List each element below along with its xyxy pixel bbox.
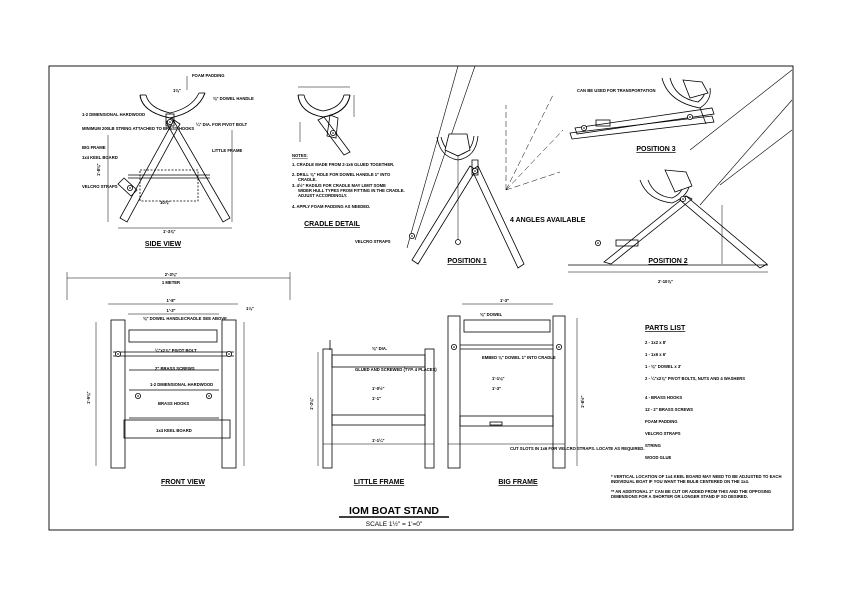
dim-front-side: 1'-9⅜" xyxy=(86,391,91,404)
label-transport: CAN BE USED FOR TRANSPORTATION xyxy=(577,88,655,93)
side-view-labels: FOAM PADDING ⅜" DOWEL HANDLE ¼" DIA. FOR… xyxy=(82,73,254,248)
dim-front-top: 1'-8" xyxy=(166,298,175,303)
footnote-1: * VERTICAL LOCATION OF 1x4 KEEL BOARD MA… xyxy=(611,474,782,485)
label-front-keel: 1x4 KEEL BOARD xyxy=(156,428,192,433)
label-big-frame: BIG FRAME xyxy=(82,145,106,150)
label-velcro-straps: VELCRO STRAPS xyxy=(355,239,391,244)
label-keel-board: 1x4 KEEL BOARD xyxy=(82,155,118,160)
parts-item-6: 12 - 2" BRASS SCREWS xyxy=(645,407,693,412)
position-3-title: POSITION 3 xyxy=(636,146,675,153)
dim-little-w2: 1'-1" xyxy=(372,396,381,401)
cradle-detail-drawing xyxy=(297,86,355,156)
note-1: 1. CRADLE MADE FROM 2-1x6 GLUED TOGETHER… xyxy=(292,162,394,167)
big-frame-labels: 1'-3" ⅜" DOWEL EMBED ⅜" DOWEL 1" INTO CR… xyxy=(480,298,644,486)
notes-heading: NOTES: xyxy=(292,153,308,158)
label-little-dia: ⅜" DIA. xyxy=(372,346,387,351)
parts-item-4: 2 - ¼"x2⅞" PIVOT BOLTS, NUTS AND 4 WASHE… xyxy=(645,376,745,381)
parts-item-9: STRING xyxy=(645,443,661,448)
parts-item-3: 1 - ⅜" DOWEL x 3' xyxy=(645,364,681,369)
label-front-hooks: BRASS HOOKS xyxy=(158,401,189,406)
position-1-title: POSITION 1 xyxy=(447,258,486,265)
dim-side-bottom: 1'-3⅞" xyxy=(163,229,176,234)
label-big-dowel: ⅜" DOWEL xyxy=(480,312,503,317)
label-hardwood: 1-2 DIMENSIONAL HARDWOOD xyxy=(82,112,145,117)
sheet-border xyxy=(48,65,794,531)
parts-item-2: 1 - 1x6 x 6' xyxy=(645,352,666,357)
parts-item-7: FOAM PADDING xyxy=(645,419,678,424)
parts-item-5: 4 - BRASS HOOKS xyxy=(645,395,682,400)
front-view-title: FRONT VIEW xyxy=(161,479,205,486)
label-front-pivot: ¼"x2⅞" PIVOT BOLT xyxy=(155,348,197,353)
dim-little-h: 1'-3⅛" xyxy=(309,397,314,410)
dim-big-w2: 1'-3" xyxy=(492,386,501,391)
label-front-screws: 2" BRASS SCREWS xyxy=(155,366,195,371)
cradle-detail-title: CRADLE DETAIL xyxy=(304,221,361,228)
drawing-scale: SCALE 1½" = 1'=0" xyxy=(366,520,423,528)
positions-drawing xyxy=(406,65,793,273)
footnote-2: ** AN ADDITIONAL 2" CAN BE CUT OR ADDED … xyxy=(611,488,772,500)
note-4: 4. APPLY FOAM PADDING AS NEEDED. xyxy=(292,204,370,209)
label-big-slots: CUT SLOTS IN 1x6 FOR VELCRO STRAPS. LOCA… xyxy=(510,446,644,451)
little-frame-labels: ⅜" DIA. GLUED AND SCREWED (TYP. 4 PLACES… xyxy=(309,346,437,486)
dim-big-w1: 1'-1⅛" xyxy=(492,376,505,381)
drawing-title: IOM BOAT STAND xyxy=(349,505,439,517)
label-little-frame: LITTLE FRAME xyxy=(212,148,242,153)
dim-front-meter: 1 METER xyxy=(162,280,180,285)
parts-list: PARTS LIST 2 - 1x2 x 8' 1 - 1x6 x 6' 1 -… xyxy=(645,325,745,460)
side-view-title: SIDE VIEW xyxy=(145,241,182,248)
dim-side-left: 1'-8⅜" xyxy=(96,163,101,176)
parts-item-8: VELCRO STRAPS xyxy=(645,431,681,436)
dim-side-top: 1⅜" xyxy=(173,88,181,93)
dim-front-right: 1⅛" xyxy=(246,306,254,311)
label-front-cradle: CRADLE SEE ABOVE xyxy=(184,316,227,321)
dim-front-overall: 2'-3⅜" xyxy=(165,272,178,277)
label-little-glued: GLUED AND SCREWED (TYP. 4 PLACES) xyxy=(355,367,437,372)
little-frame-title: LITTLE FRAME xyxy=(354,479,405,486)
dim-side-mid: 10⅞" xyxy=(160,200,170,205)
label-string: MINIMUM 200LB STRING ATTACHED TO BRASS H… xyxy=(82,126,194,131)
front-view-labels: 2'-3⅜" 1 METER 1'-8" 1'-3" ⅜" DOWEL HAND… xyxy=(86,272,254,486)
label-foam-padding: FOAM PADDING xyxy=(192,73,225,78)
note-2: 2. DRILL ⅜" HOLE FOR DOWEL HANDLE 1" INT… xyxy=(292,172,391,182)
front-view-drawing xyxy=(66,272,291,469)
dim-pos2-bottom: 2'-10⅞" xyxy=(658,279,673,284)
parts-item-10: WOOD GLUE xyxy=(645,455,671,460)
dim-little-w3: 1'-1¼" xyxy=(372,438,385,443)
parts-item-1: 2 - 1x2 x 8' xyxy=(645,340,666,345)
parts-list-title: PARTS LIST xyxy=(645,325,686,332)
position-2-title: POSITION 2 xyxy=(648,258,687,265)
label-dowel-handle: ⅜" DOWEL HANDLE xyxy=(213,96,254,101)
positions-labels: CAN BE USED FOR TRANSPORTATION 4 ANGLES … xyxy=(355,88,688,284)
label-velcro: VELCRO STRAPS xyxy=(82,184,118,189)
side-view-drawing xyxy=(107,76,233,229)
big-frame-drawing xyxy=(447,303,578,469)
cradle-detail-text: NOTES: 1. CRADLE MADE FROM 2-1x6 GLUED T… xyxy=(292,153,405,228)
dim-front-inner: 1'-3" xyxy=(166,308,175,313)
label-pivot-bolt: ¼" DIA. FOR PIVOT BOLT xyxy=(196,122,247,127)
label-front-hardwood: 1-2 DIMENSIONAL HARDWOOD xyxy=(150,382,213,387)
dim-little-w1: 1'-0½" xyxy=(372,386,385,391)
big-frame-title: BIG FRAME xyxy=(498,479,538,486)
title-block: IOM BOAT STAND SCALE 1½" = 1'=0" xyxy=(339,505,449,528)
label-angles: 4 ANGLES AVAILABLE xyxy=(510,217,586,224)
label-big-embed: EMBED ⅜" DOWEL 1" INTO CRADLE xyxy=(482,355,556,360)
dim-big-top: 1'-3" xyxy=(500,298,509,303)
little-frame-drawing xyxy=(317,340,435,469)
dim-big-h: 1'-8½" xyxy=(580,395,585,408)
label-front-dowel: ⅜" DOWEL HANDLE xyxy=(143,316,184,321)
